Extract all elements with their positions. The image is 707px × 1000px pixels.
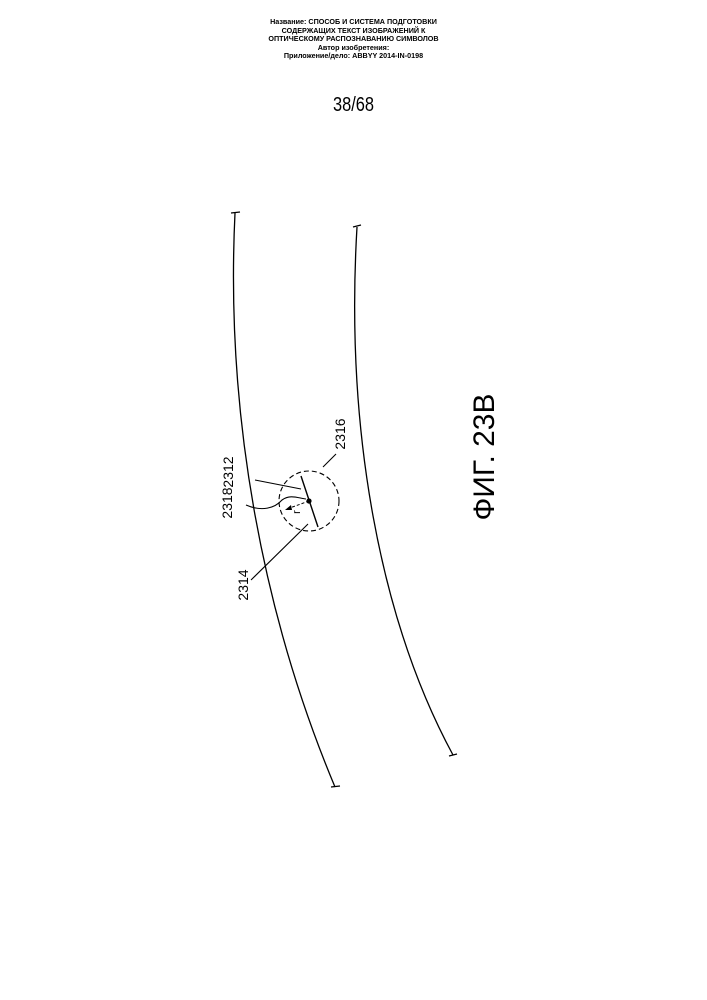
leader-2318: [246, 497, 306, 509]
curve-left-top-tick: [231, 212, 240, 213]
label-2312: 2312: [220, 456, 236, 487]
label-2318: 2318: [219, 487, 235, 518]
leader-2312: [255, 480, 301, 489]
outer-curve-right: [355, 227, 453, 755]
leader-2314: [251, 524, 308, 580]
outer-curve-left: [233, 213, 335, 787]
label-2316: 2316: [332, 418, 348, 449]
figure-caption: ФИГ. 23B: [468, 393, 501, 520]
radius-arrowhead: [285, 505, 292, 510]
label-2314: 2314: [235, 569, 251, 600]
leader-2316: [323, 454, 336, 467]
curve-right-top-tick: [353, 225, 361, 227]
label-radius: r: [291, 510, 303, 514]
curve-left-bottom-tick: [331, 786, 340, 787]
